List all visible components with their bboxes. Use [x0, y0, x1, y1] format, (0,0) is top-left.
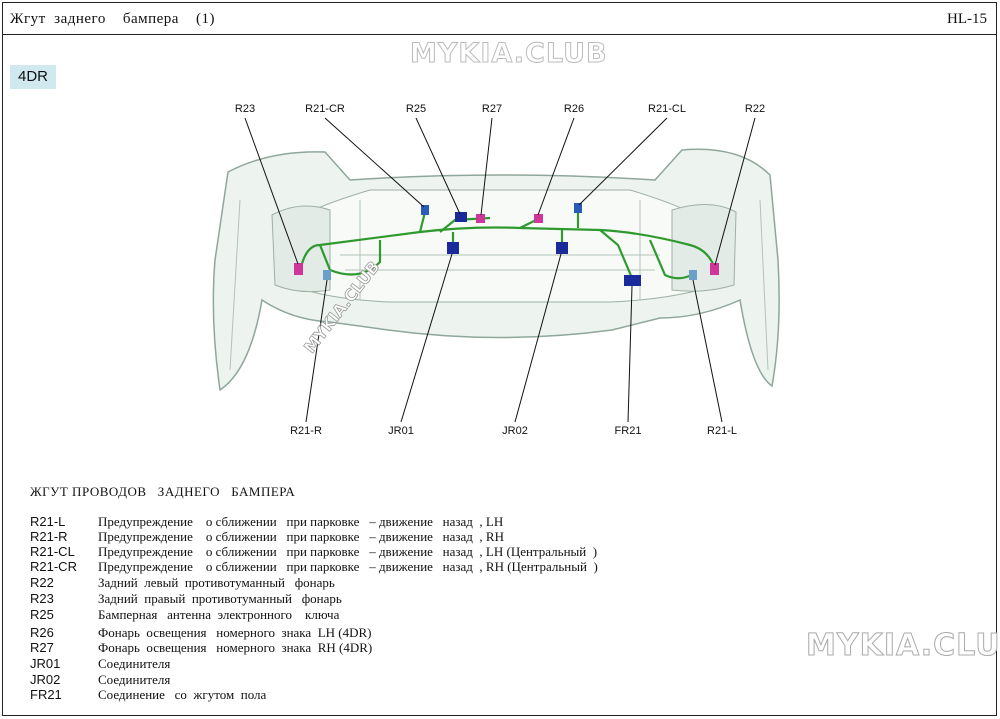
connector-r22 — [710, 263, 719, 275]
connector-r21-cl — [574, 203, 582, 213]
document-title: Жгут заднего бампера (1) — [10, 11, 215, 27]
legend-desc: Предупреждение о сближении при парковке … — [98, 514, 504, 529]
legend-code: R27 — [30, 640, 54, 655]
connector-jr01 — [447, 242, 459, 254]
header-bar: Жгут заднего бампера (1) HL-15 — [2, 2, 997, 35]
legend-desc: Соединителя — [98, 672, 171, 687]
legend-code: R21-R — [30, 529, 68, 544]
legend-code: R21-CL — [30, 544, 75, 559]
legend-desc: Фонарь освещения номерного знака RH (4DR… — [98, 640, 373, 655]
connector-r21-l — [689, 270, 697, 280]
legend-code: R25 — [30, 607, 54, 622]
watermark-top: MYKIA.CLUB — [410, 38, 608, 70]
connector-r23 — [294, 263, 303, 275]
legend-heading: ЖГУТ ПРОВОДОВ ЗАДНЕГО БАМПЕРА — [30, 484, 296, 499]
connector-fr21 — [624, 275, 641, 286]
legend-code: FR21 — [30, 687, 62, 702]
connector-r26 — [534, 214, 543, 223]
callout-r22: R22 — [744, 103, 766, 115]
variant-badge: 4DR — [10, 65, 56, 89]
callout-jr02: JR02 — [502, 425, 528, 437]
callout-r21-l: R21-L — [707, 425, 737, 437]
legend-code: R26 — [30, 625, 54, 640]
bumper-recess-right — [671, 203, 737, 292]
legend-code: R21-CR — [30, 559, 77, 574]
watermark-right: MYKIA.CLUB — [805, 628, 1000, 664]
connector-r25 — [455, 212, 467, 222]
callout-r21-r: R21-R — [290, 425, 322, 437]
callout-r26: R26 — [563, 103, 585, 115]
callout-r25: R25 — [405, 103, 427, 115]
legend-code: R23 — [30, 591, 54, 606]
legend-code: R22 — [30, 575, 54, 590]
callout-r21-cl: R21-CL — [648, 103, 686, 115]
legend-desc: Соединителя — [98, 656, 171, 671]
legend-desc: Задний левый противотуманный фонарь — [98, 575, 335, 590]
callout-jr01: JR01 — [388, 425, 414, 437]
leader-lines — [244, 117, 756, 423]
legend-desc: Предупреждение о сближении при парковке … — [98, 529, 504, 544]
connector-jr02 — [556, 242, 568, 254]
callout-r21-cr: R21-CR — [305, 103, 345, 115]
legend-desc: Задний правый противотуманный фонарь — [98, 591, 342, 606]
callout-fr21: FR21 — [614, 425, 642, 437]
connector-r21-cr — [421, 205, 429, 215]
connector-r21-r — [323, 270, 331, 280]
legend-code: JR02 — [30, 672, 61, 687]
legend-desc: Предупреждение о сближении при парковке … — [98, 544, 598, 559]
legend-desc: Фонарь освещения номерного знака LH (4DR… — [98, 625, 372, 640]
legend-code: JR01 — [30, 656, 61, 671]
bumper-recess-left — [271, 205, 331, 293]
bumper-ribs — [229, 199, 769, 371]
legend-desc: Соединение со жгутом пола — [98, 687, 267, 702]
callout-r23: R23 — [234, 103, 256, 115]
connector-r27 — [476, 214, 485, 223]
legend-code: R21-L — [30, 514, 66, 529]
legend-desc: Бамперная антенна электронного ключа — [98, 607, 340, 622]
callout-r27: R27 — [481, 103, 503, 115]
legend-desc: Предупреждение о сближении при парковке … — [98, 559, 598, 574]
page-code: HL-15 — [947, 11, 987, 27]
